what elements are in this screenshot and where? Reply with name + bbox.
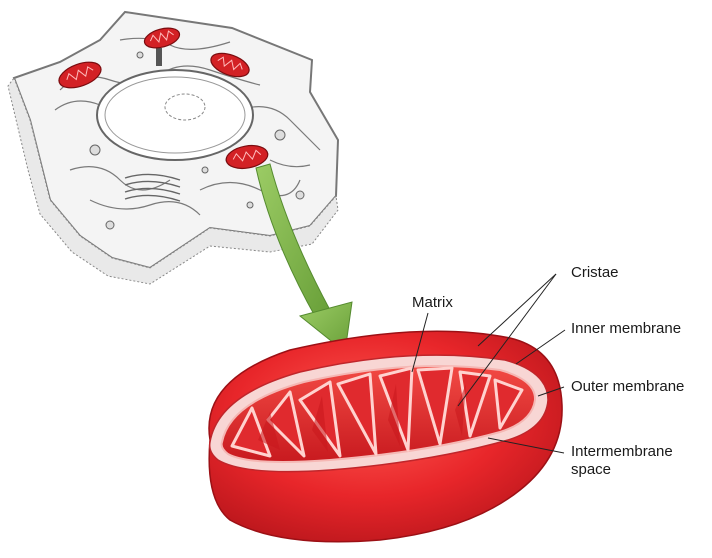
label-cristae: Cristae <box>571 264 619 282</box>
label-intermembrane-space: Intermembrane space <box>571 443 711 479</box>
label-outer-membrane: Outer membrane <box>571 378 684 396</box>
nucleus <box>97 70 253 160</box>
mitochondrion <box>209 331 562 542</box>
label-matrix: Matrix <box>412 294 453 312</box>
cristae-leader-1 <box>478 274 556 346</box>
label-inner-membrane: Inner membrane <box>571 320 681 338</box>
